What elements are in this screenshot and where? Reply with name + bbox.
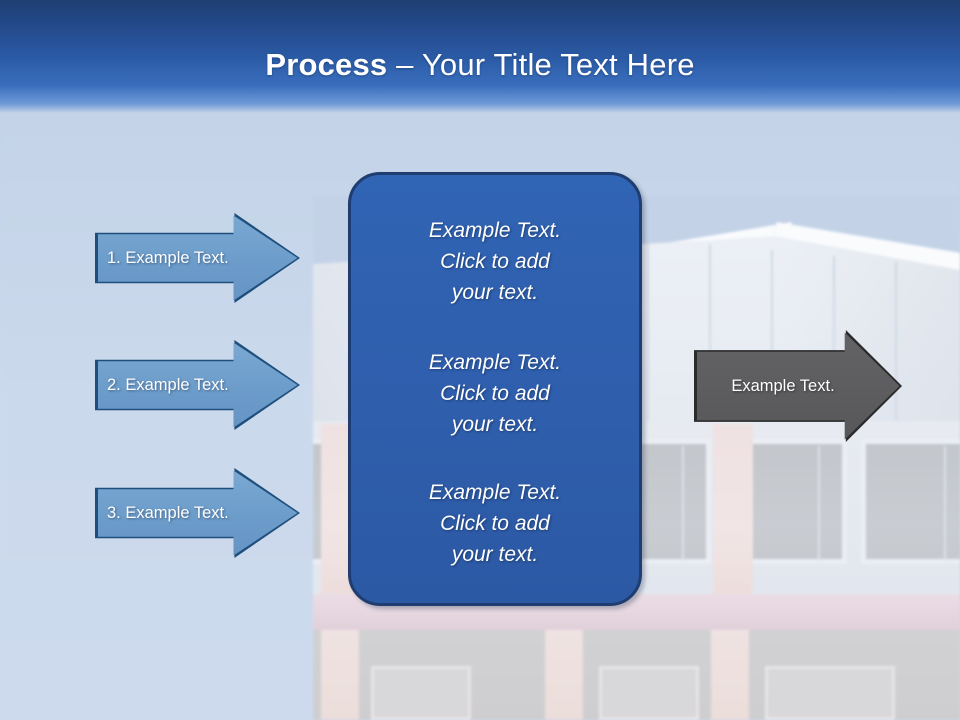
lower-pink-column xyxy=(711,630,749,720)
lower-door xyxy=(371,666,471,720)
lower-pink-column xyxy=(545,630,583,720)
pink-column xyxy=(713,424,753,596)
page-title-strong: Process xyxy=(265,47,388,82)
process-arrow-3[interactable]: 3. Example Text. xyxy=(95,468,300,558)
center-text-block-1: Example Text. Click to add your text. xyxy=(428,219,562,304)
lower-door xyxy=(765,666,895,720)
process-arrow-3-label: 3. Example Text. xyxy=(107,504,229,522)
window-mullion xyxy=(818,446,820,561)
result-arrow[interactable]: Example Text. xyxy=(694,330,902,442)
window-mullion xyxy=(944,446,946,561)
page-title-rest: – Your Title Text Here xyxy=(387,47,695,82)
page-title: Process – Your Title Text Here xyxy=(0,47,960,83)
window-mullion xyxy=(682,446,684,561)
wall-seam xyxy=(647,238,649,586)
title-banner: Process – Your Title Text Here xyxy=(0,0,960,113)
process-arrow-1[interactable]: 1. Example Text. xyxy=(95,213,300,303)
lower-pink-column xyxy=(321,630,359,720)
lower-door xyxy=(599,666,699,720)
center-text-block-3: Example Text. Click to add your text. xyxy=(428,481,562,566)
center-text-block-2: Example Text. Click to add your text. xyxy=(428,351,562,436)
process-arrow-2-label: 2. Example Text. xyxy=(107,376,229,394)
window-bay xyxy=(861,439,960,564)
result-arrow-label: Example Text. xyxy=(731,377,835,395)
process-arrow-1-label: 1. Example Text. xyxy=(107,249,229,267)
process-arrow-2[interactable]: 2. Example Text. xyxy=(95,340,300,430)
center-content-panel[interactable]: Example Text. Click to add your text. Ex… xyxy=(348,172,642,606)
